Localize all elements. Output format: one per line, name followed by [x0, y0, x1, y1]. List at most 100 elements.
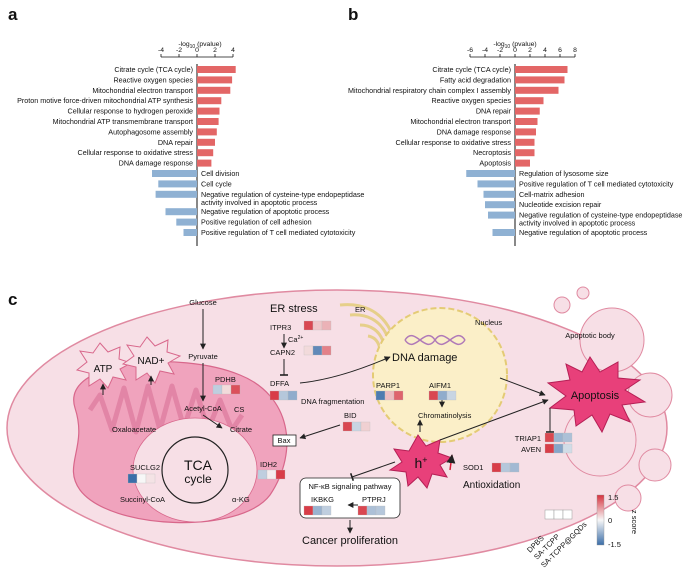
panel_a-tick-label: 4: [231, 47, 235, 54]
heatmap-cell: [360, 421, 371, 432]
panel_a-up-bar: [197, 159, 212, 167]
suclg2-label: SUCLG2: [130, 463, 160, 472]
atp-burst: [75, 342, 133, 389]
panel_a-tick-label: -4: [158, 47, 164, 54]
apoptosis-label: Apoptosis: [571, 390, 620, 402]
panel-c-letter: c: [8, 290, 17, 309]
heatmap-cell: [366, 505, 377, 516]
heatmap-cell: [393, 390, 404, 401]
dna-damage-label: DNA damage: [392, 352, 457, 364]
panel-a-axis-title: -log10 (pvalue): [178, 41, 221, 50]
aifm1-label: AIFM1: [429, 381, 451, 390]
panel_b-down-bar: [477, 180, 515, 188]
panel_b-down-bar: [492, 229, 515, 236]
heatmap-cell: [287, 390, 298, 401]
panel-a-letter: a: [8, 5, 18, 24]
heatmap-cell: [266, 469, 277, 480]
heatmap-cell: [269, 390, 280, 401]
panel_a-up-bar: [197, 86, 231, 94]
heatmap-cell: [127, 473, 138, 484]
ca-label: Ca2+: [288, 335, 303, 344]
triap1-label: TRIAP1: [515, 434, 541, 443]
heatmap-cell: [428, 390, 439, 401]
er-label: ER: [355, 305, 366, 314]
panel_a-up-term-label: Mitochondrial ATP transmembrane transpor…: [53, 117, 193, 126]
panel_a-up-bar: [197, 118, 219, 125]
panel_a-down-bar: [152, 170, 197, 177]
sod1-label: SOD1: [463, 463, 483, 472]
heatmap-cell: [562, 432, 573, 443]
panel_b-up-bar: [515, 86, 559, 94]
panel_a-up-bar: [197, 66, 236, 73]
panel-a-bars: Citrate cycle (TCA cycle)Reactive oxygen…: [17, 65, 364, 237]
heatmap-suclg2: [127, 473, 156, 484]
legend-swatch: [553, 509, 564, 520]
panel_a-down-term-label: Cell cycle: [201, 179, 232, 188]
panel_a-up-term-label: Cellular response to hydrogen peroxide: [68, 107, 193, 116]
nucleus: [372, 307, 508, 443]
panel_b-down-bar: [483, 190, 515, 198]
heatmap-cell: [312, 345, 323, 356]
panel_b-up-bar: [515, 118, 538, 125]
panel_a-up-bar: [197, 107, 220, 115]
panel_a-up-bar: [197, 97, 222, 105]
panel_b-down-term-label: Regulation of lysosome size: [519, 169, 609, 178]
heatmap-cell: [384, 390, 395, 401]
zscore-label: z score: [630, 510, 639, 534]
heatmap-cell: [342, 421, 353, 432]
heatmap-itpr3: [303, 320, 332, 331]
heatmap-cell: [351, 421, 362, 432]
panel_b-tick-label: 6: [558, 47, 562, 54]
heatmap-cell: [491, 462, 502, 473]
h-plus-label: h+: [414, 455, 427, 471]
pyruvate-label: Pyruvate: [188, 352, 218, 361]
heatmap-cell: [230, 384, 241, 395]
heatmap-cell: [212, 384, 223, 395]
cancer-proliferation-label: Cancer proliferation: [302, 535, 398, 547]
heatmap-cell: [303, 505, 314, 516]
heatmap-cell: [321, 345, 332, 356]
panel_a-down-bar: [158, 180, 197, 188]
panel_b-up-term-label: Reactive oxygen species: [431, 96, 511, 105]
heatmap-triap1: [544, 432, 573, 443]
heatmap-cell: [500, 462, 511, 473]
panel_b-up-term-label: DNA repair: [476, 107, 512, 116]
panel_b-tick-label: -6: [467, 47, 473, 54]
heatmap-cell: [257, 469, 268, 480]
heatmap-bid: [342, 421, 371, 432]
panel_b-up-bar: [515, 149, 535, 157]
panel-c: c Apoptotic body Apoptosis TCA cycle Cit…: [6, 286, 673, 569]
zscore-tick-max: 1.5: [608, 493, 618, 502]
heatmap-cell: [553, 432, 564, 443]
heatmap-cell: [375, 505, 386, 516]
panel_a-up-bar: [197, 149, 214, 157]
heatmap-aifm1: [428, 390, 457, 401]
nfkb-label: NF-κB signaling pathway: [309, 482, 392, 491]
panel_a-down-term-label: Positive regulation of cell adhesion: [201, 218, 312, 227]
heatmap-sod1: [491, 462, 520, 473]
panel_a-up-term-label: Proton motive force-driven mitochondrial…: [17, 96, 193, 105]
legend-swatch: [562, 509, 573, 520]
panel_b-down-term-label: Nucleotide excision repair: [519, 200, 602, 209]
panel_a-up-term-label: Cellular response to oxidative stress: [78, 148, 194, 157]
apoptosis-burst: [546, 356, 647, 434]
panel_b-down-term-label: Negative regulation of cysteine-type end…: [519, 211, 682, 220]
panel_b-down-term-label-cont: activity involved in apoptotic process: [519, 219, 636, 228]
panel_a-up-bar: [197, 128, 217, 136]
heatmap-cell: [446, 390, 457, 401]
cs-label: CS: [234, 405, 244, 414]
panel_b-tick-label: -2: [497, 47, 503, 54]
panel_b-up-term-label: Mitochondrial electron transport: [410, 117, 511, 126]
ikbkg-label: IKBKG: [311, 495, 334, 504]
heatmap-capn2: [303, 345, 332, 356]
nad-label: NAD+: [138, 356, 165, 367]
tca-label-2: cycle: [184, 472, 212, 486]
panel_a-up-term-label: Citrate cycle (TCA cycle): [114, 65, 193, 74]
heatmap-cell: [321, 505, 332, 516]
panel_b-tick-label: 4: [543, 47, 547, 54]
panel_b-tick-label: 2: [528, 47, 532, 54]
heatmap-cell: [303, 345, 314, 356]
heatmap-cell: [312, 505, 323, 516]
